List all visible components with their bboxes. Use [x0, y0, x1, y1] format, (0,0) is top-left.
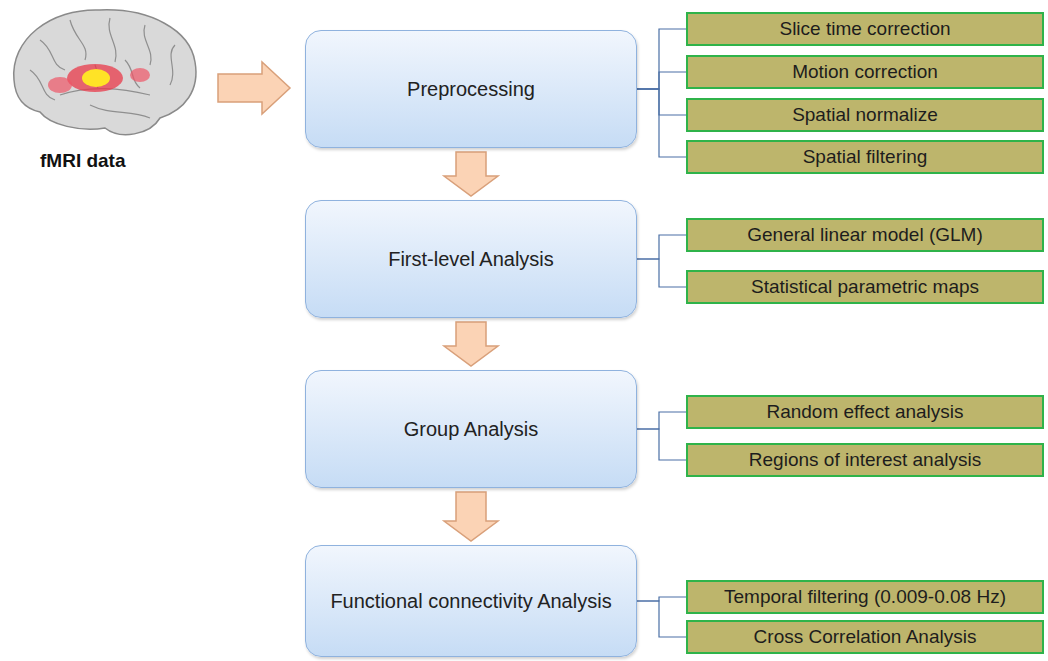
bracket-line — [637, 29, 686, 89]
bracket-line — [637, 601, 686, 637]
box-text: General linear model (GLM) — [747, 224, 982, 246]
step-box: General linear model (GLM) — [686, 218, 1044, 252]
box-text: Regions of interest analysis — [749, 449, 981, 471]
process-box: First-level Analysis — [305, 200, 637, 318]
box-text: Spatial filtering — [803, 146, 928, 168]
step-box: Random effect analysis — [686, 395, 1044, 429]
flow-arrow — [444, 492, 498, 541]
bracket-line — [637, 89, 686, 115]
bracket-line — [637, 72, 686, 89]
step-box: Motion correction — [686, 55, 1044, 89]
bracket-line — [637, 259, 686, 287]
box-text: Preprocessing — [407, 76, 535, 103]
box-text: Random effect analysis — [766, 401, 963, 423]
flow-arrow — [444, 322, 498, 366]
step-box: Spatial normalize — [686, 98, 1044, 132]
step-box: Statistical parametric maps — [686, 270, 1044, 304]
process-box: Group Analysis — [305, 370, 637, 488]
box-text: Statistical parametric maps — [751, 276, 979, 298]
step-box: Regions of interest analysis — [686, 443, 1044, 477]
process-box: Functional connectivity Analysis — [305, 545, 637, 657]
step-box: Temporal filtering (0.009-0.08 Hz) — [686, 580, 1044, 614]
process-box: Preprocessing — [305, 30, 637, 148]
box-text: First-level Analysis — [388, 246, 554, 273]
box-text: Functional connectivity Analysis — [330, 588, 611, 615]
box-text: Cross Correlation Analysis — [754, 626, 977, 648]
input-arrow — [218, 62, 290, 114]
box-text: Temporal filtering (0.009-0.08 Hz) — [724, 586, 1006, 608]
box-text: Slice time correction — [779, 18, 950, 40]
bracket-line — [637, 235, 686, 259]
input-label: fMRI data — [40, 150, 126, 172]
step-box: Slice time correction — [686, 12, 1044, 46]
bracket-line — [637, 89, 686, 157]
box-text: Group Analysis — [404, 416, 539, 443]
box-text: Spatial normalize — [792, 104, 938, 126]
bracket-line — [637, 412, 686, 429]
step-box: Spatial filtering — [686, 140, 1044, 174]
brain — [14, 10, 196, 135]
step-box: Cross Correlation Analysis — [686, 620, 1044, 654]
bracket-line — [637, 429, 686, 460]
flow-arrow — [444, 152, 498, 196]
box-text: Motion correction — [792, 61, 938, 83]
